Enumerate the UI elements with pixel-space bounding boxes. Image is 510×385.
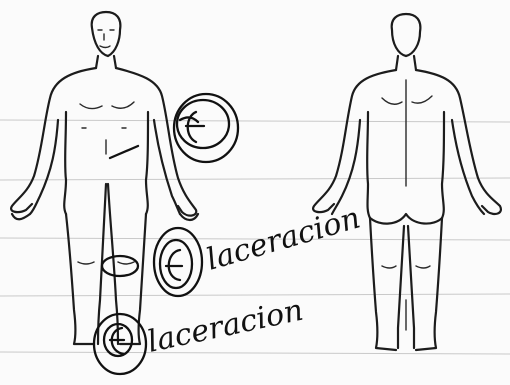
annotation-text-2: laceracion [144,293,306,360]
annotation-laceracion-2: laceracion [94,293,306,374]
circled-mark-hand [174,94,238,162]
human-body-back-icon [313,14,501,350]
annotation-text-1: laceracion [203,200,365,277]
